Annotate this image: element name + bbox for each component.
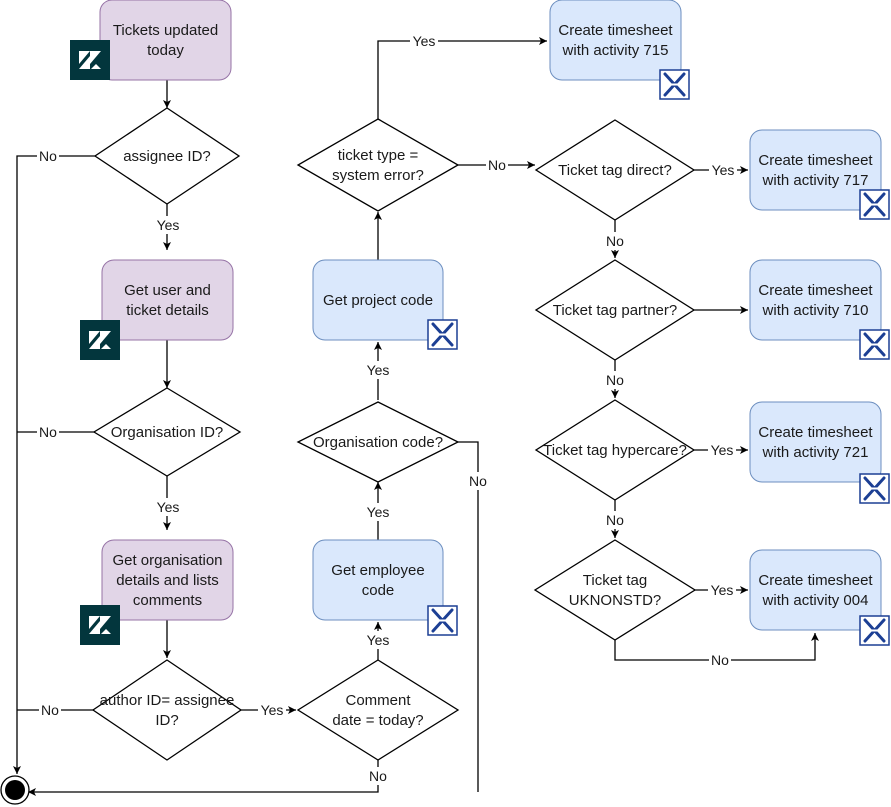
get-org-details-label-line: comments — [133, 592, 202, 609]
ticket-type-decision[interactable]: ticket type = system error? — [296, 118, 460, 212]
organisation-code-label-line: Organisation code? — [313, 434, 443, 451]
ts-721-label-line: with activity 721 — [762, 444, 869, 461]
author-id-label-line: author ID= assignee — [100, 692, 235, 709]
tag-uknonstd-label-line: UKNONSTD? — [569, 592, 662, 609]
yes-edge-label: Yes — [261, 702, 284, 718]
ts-710-label-line: with activity 710 — [762, 302, 869, 319]
tag-uknonstd-label-line: Ticket tag — [583, 572, 647, 589]
yes-edge-label: Yes — [157, 499, 180, 515]
yes-edge-label: Yes — [711, 442, 734, 458]
get-employee-code-label-line: Get employee — [331, 562, 424, 579]
tag-hypercare-decision[interactable]: Ticket tag hypercare? — [534, 399, 696, 501]
zendesk-logo-icon — [80, 320, 120, 360]
no-edge-label: No — [369, 768, 387, 784]
no-edge-label: No — [606, 372, 624, 388]
connector-line — [458, 441, 479, 792]
no-edge-label: No — [606, 233, 624, 249]
ticket-type-label-line: system error? — [332, 167, 424, 184]
yes-edge-label: Yes — [157, 217, 180, 233]
yes-edge-label: Yes — [367, 632, 390, 648]
get-project-code-box[interactable]: Get project code — [312, 259, 444, 341]
get-project-code-label-line: Get project code — [323, 292, 433, 309]
yes-edge-label: Yes — [367, 362, 390, 378]
ticket-type-label-line: ticket type = — [338, 147, 419, 164]
ts-715-label-line: with activity 715 — [562, 42, 669, 59]
yes-edge-label: Yes — [367, 504, 390, 520]
author-id-label-line: ID? — [155, 712, 178, 729]
ts-721-box[interactable]: Create timesheet with activity 721 — [749, 401, 882, 483]
tag-direct-label-line: Ticket tag direct? — [558, 162, 672, 179]
ts-717-box[interactable]: Create timesheet with activity 717 — [749, 129, 882, 211]
get-user-ticket-label-line: Get user and — [124, 282, 211, 299]
ts-004-box[interactable]: Create timesheet with activity 004 — [749, 549, 882, 631]
yes-edge-label: Yes — [413, 33, 436, 49]
connector-line — [377, 37, 547, 122]
end-terminal-icon — [0, 775, 30, 805]
ts-715-label-line: Create timesheet — [558, 22, 673, 39]
no-edge-label: No — [39, 424, 57, 440]
ts-004-label-line: with activity 004 — [762, 592, 869, 609]
tag-partner-decision[interactable]: Ticket tag partner? — [534, 259, 696, 361]
xero-x-icon — [859, 189, 890, 220]
get-employee-code-label-line: code — [362, 582, 395, 599]
get-org-details-box[interactable]: Get organisation details and lists comment… — [101, 539, 234, 621]
get-employee-code-box[interactable]: Get employee code — [312, 539, 444, 621]
get-org-details-label-line: details and lists — [116, 572, 219, 589]
xero-x-icon — [427, 319, 458, 350]
ts-710-label-line: Create timesheet — [758, 282, 873, 299]
no-rail-line — [13, 155, 97, 774]
comment-date-label-line: Comment — [345, 692, 411, 709]
ts-710-box[interactable]: Create timesheet with activity 710 — [749, 259, 882, 341]
tag-direct-decision[interactable]: Ticket tag direct? — [534, 119, 696, 221]
comment-date-label-line: date = today? — [332, 712, 423, 729]
organisation-id-label-line: Organisation ID? — [111, 424, 224, 441]
tag-hypercare-label-line: Ticket tag hypercare? — [543, 442, 687, 459]
organisation-id-decision[interactable]: Organisation ID? — [92, 387, 242, 477]
no-edge-label: No — [488, 157, 506, 173]
get-user-ticket-box[interactable]: Get user and ticket details — [101, 259, 234, 341]
get-org-details-label-line: Get organisation — [112, 552, 222, 569]
organisation-code-decision[interactable]: Organisation code? — [296, 401, 460, 483]
connector-line — [28, 760, 379, 796]
ts-715-box[interactable]: Create timesheet with activity 715 — [549, 0, 682, 81]
xero-x-icon — [427, 605, 458, 636]
tickets-updated-label-line: Tickets updated — [113, 22, 218, 39]
ts-717-label-line: with activity 717 — [762, 172, 869, 189]
yes-edge-label: Yes — [712, 162, 735, 178]
get-user-ticket-label-line: ticket details — [126, 302, 209, 319]
no-edge-label: No — [711, 652, 729, 668]
xero-x-icon — [859, 473, 890, 504]
comment-date-decision[interactable]: Comment date = today? — [296, 659, 460, 761]
tickets-updated-box[interactable]: Tickets updated today — [99, 0, 232, 81]
tag-partner-label-line: Ticket tag partner? — [553, 302, 678, 319]
zendesk-logo-icon — [80, 605, 120, 645]
ts-717-label-line: Create timesheet — [758, 152, 873, 169]
tickets-updated-label-line: today — [147, 42, 184, 59]
xero-x-icon — [659, 69, 690, 100]
zendesk-logo-icon — [70, 40, 110, 80]
yes-edge-label: Yes — [711, 582, 734, 598]
no-edge-label: No — [41, 702, 59, 718]
xero-x-icon — [859, 329, 890, 360]
assignee-id-label-line: assignee ID? — [123, 148, 211, 165]
assignee-id-decision[interactable]: assignee ID? — [93, 107, 241, 205]
no-edge-label: No — [469, 473, 487, 489]
xero-x-icon — [859, 615, 890, 646]
no-edge-label: No — [39, 148, 57, 164]
no-edge-label: No — [606, 512, 624, 528]
ts-721-label-line: Create timesheet — [758, 424, 873, 441]
ts-004-label-line: Create timesheet — [758, 572, 873, 589]
